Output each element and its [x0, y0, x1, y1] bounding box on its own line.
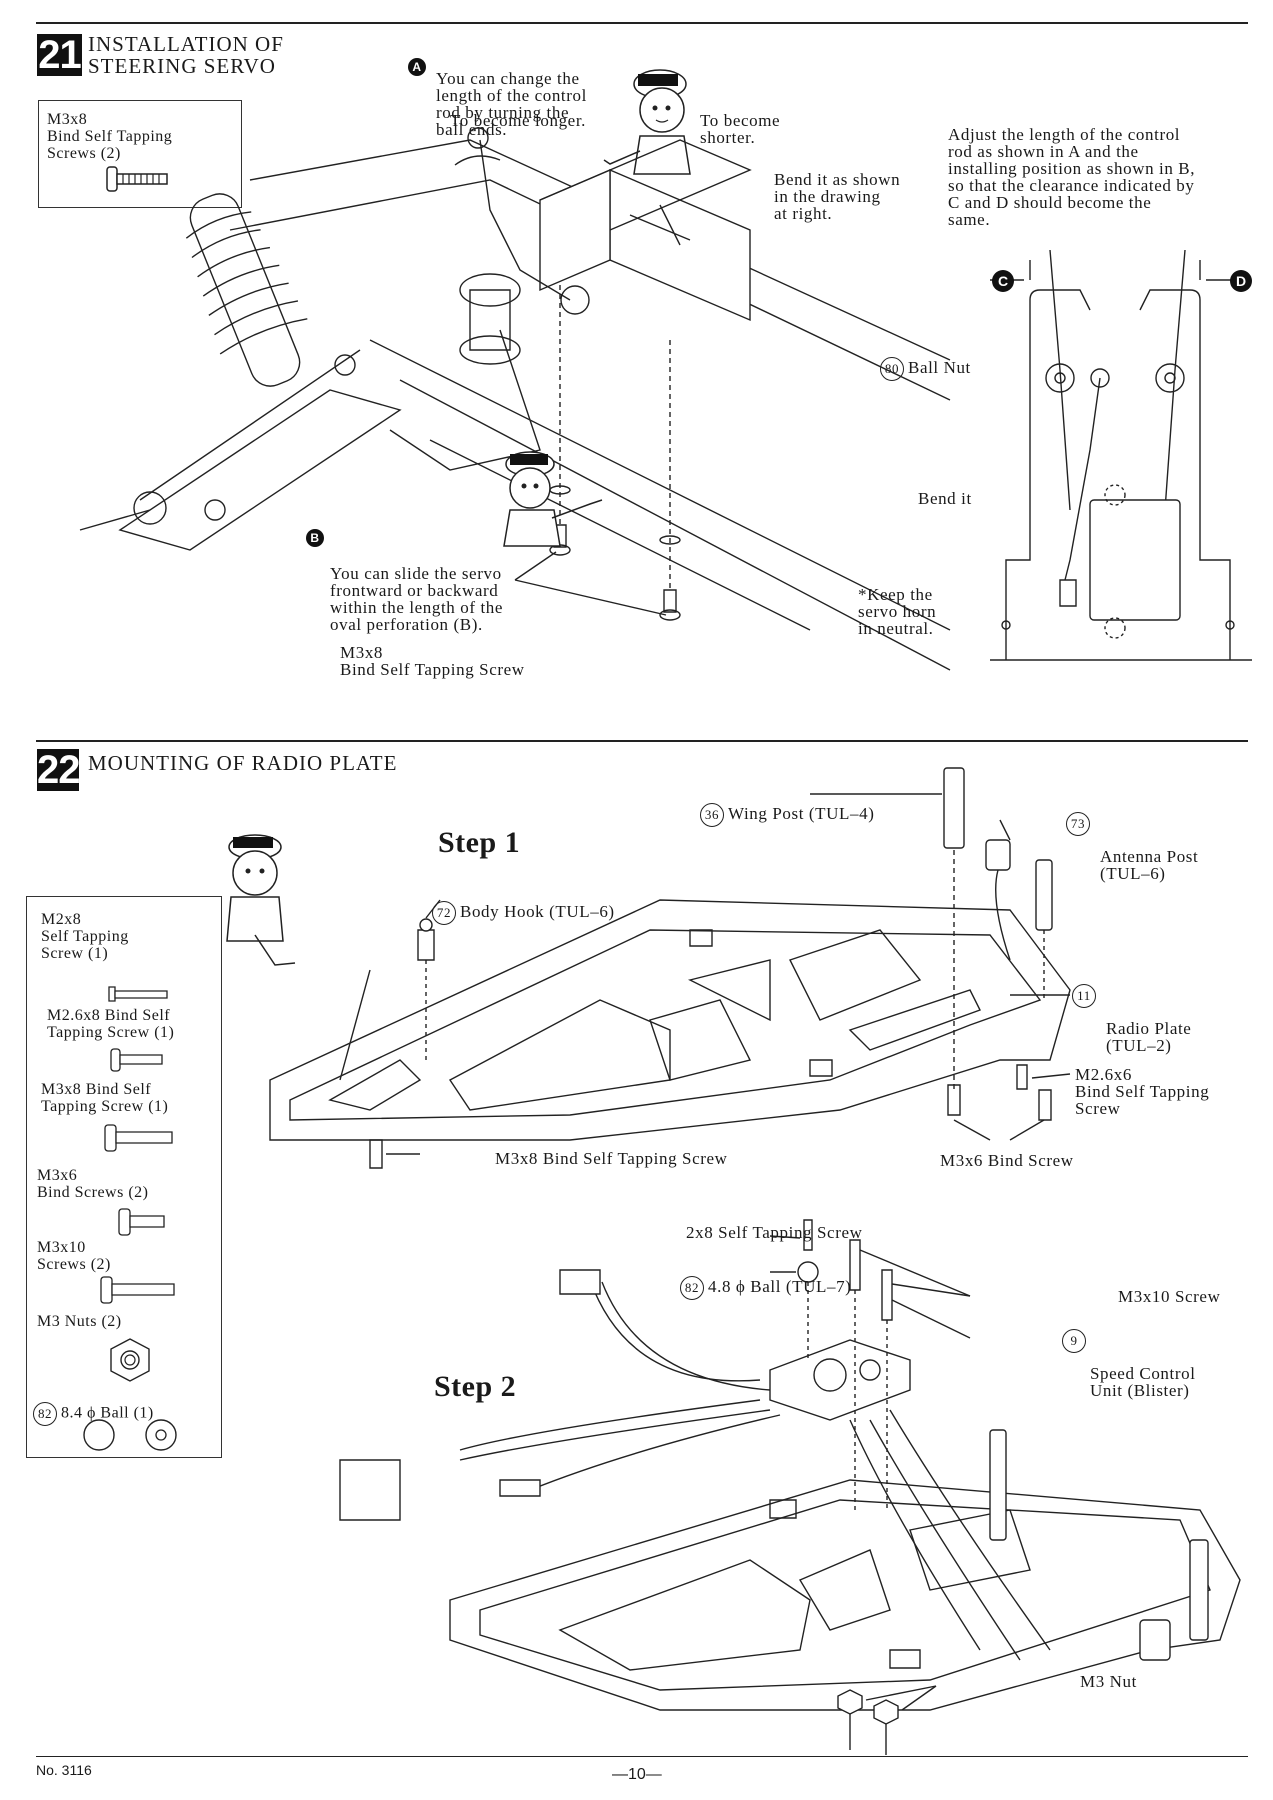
label-m3-nut: M3 Nut	[1080, 1672, 1137, 1691]
mascot-character-middle	[490, 440, 610, 550]
part-m3-nuts-label: M3 Nuts (2)	[37, 1313, 122, 1330]
self-tapping-screw-icon	[107, 985, 187, 1005]
footer-page-number: —10—	[612, 1766, 662, 1783]
part-m3x10-label: M3x10 Screws (2)	[37, 1239, 111, 1273]
clearance-detail-drawing	[990, 250, 1255, 660]
part-number-11: 11	[1072, 984, 1096, 1008]
label-bend-as-shown: Bend it as shown in the drawing at right…	[774, 170, 901, 223]
ball-84-text: 8.4 ϕ Ball (1)	[61, 1404, 154, 1422]
step-2-label: Step 2	[434, 1370, 517, 1403]
radio-plate-text: Radio Plate (TUL–2)	[1106, 1019, 1192, 1055]
label-speed-control-unit: 9 Speed Control Unit (Blister)	[1062, 1329, 1196, 1416]
footer-doc-number: No. 3116	[36, 1762, 92, 1778]
section-21-title: INSTALLATION OF STEERING SERVO	[88, 32, 284, 78]
label-m3x10-screw: M3x10 Screw	[1118, 1287, 1221, 1306]
part-m2x8-label: M2x8 Self Tapping Screw (1)	[41, 911, 129, 962]
label-bend-it: Bend it	[918, 489, 972, 508]
parts-box-label: M3x8 Bind Self Tapping Screws (2)	[47, 111, 173, 162]
label-d-marker: D	[1230, 270, 1252, 292]
label-keep-neutral: *Keep the servo horn in neutral.	[858, 585, 937, 638]
mascot-character-top	[600, 56, 720, 176]
machine-screw-icon-m3x10	[99, 1275, 189, 1307]
part-number-73: 73	[1066, 812, 1090, 836]
note-b: B You can slide the servo frontward or b…	[306, 529, 504, 650]
part-number-9: 9	[1062, 1329, 1086, 1353]
part-number-80: 80	[880, 357, 904, 381]
antenna-post-text: Antenna Post (TUL–6)	[1100, 847, 1199, 883]
step-1-label: Step 1	[438, 826, 521, 859]
mascot-character-left	[215, 825, 305, 975]
nut-icon	[107, 1337, 153, 1383]
label-m3x8-bind-screw: M3x8 Bind Self Tapping Screw	[340, 643, 525, 679]
label-m3x8-screw-step1: M3x8 Bind Self Tapping Screw	[495, 1149, 728, 1168]
section-21-top-rule	[36, 22, 1248, 24]
note-a: A You can change the length of the contr…	[408, 36, 587, 155]
part-m26x8-label: M2.6x8 Bind Self Tapping Screw (1)	[47, 1007, 175, 1041]
bind-screw-icon	[101, 165, 211, 195]
adjust-note: Adjust the length of the control rod as …	[948, 125, 1196, 229]
bind-screw-icon-m26	[109, 1047, 189, 1075]
label-m3x6-screw: M3x6 Bind Screw	[940, 1151, 1074, 1170]
section-22-top-rule	[36, 740, 1248, 742]
label-a-marker: A	[408, 58, 426, 76]
speed-control-text: Speed Control Unit (Blister)	[1090, 1364, 1196, 1400]
part-number-82-step2: 82	[680, 1276, 704, 1300]
wing-post-text: Wing Post (TUL–4)	[728, 803, 875, 823]
label-m26x6-screw: M2.6x6 Bind Self Tapping Screw	[1075, 1065, 1210, 1118]
part-number-82: 82	[33, 1402, 57, 1426]
bind-screw-icon-m3	[103, 1123, 193, 1155]
part-m3x8-label: M3x8 Bind Self Tapping Screw (1)	[41, 1081, 169, 1115]
label-2x8-self-tapping-screw: 2x8 Self Tapping Screw	[686, 1223, 863, 1242]
label-to-become-longer: To become longer.	[450, 111, 586, 130]
label-c-marker: C	[992, 270, 1014, 292]
label-radio-plate: 11 Radio Plate (TUL–2)	[1072, 984, 1192, 1071]
ball-48-text: 4.8 ϕ Ball (TUL–7)	[708, 1276, 852, 1296]
section-22-title: MOUNTING OF RADIO PLATE	[88, 751, 398, 775]
section-21-number-badge: 21	[37, 33, 82, 77]
part-m3x6-label: M3x6 Bind Screws (2)	[37, 1167, 149, 1201]
part-number-36: 36	[700, 803, 724, 827]
label-b-marker: B	[306, 529, 324, 547]
footer-rule	[36, 1756, 1248, 1757]
label-antenna-post: 73 Antenna Post (TUL–6)	[1066, 812, 1199, 899]
section-22-parts-box: M2x8 Self Tapping Screw (1) M2.6x8 Bind …	[26, 896, 222, 1458]
section-22-number-badge: 22	[37, 748, 81, 792]
bind-screw-icon-m3x6	[117, 1207, 187, 1239]
section-21-parts-box: M3x8 Bind Self Tapping Screws (2)	[38, 100, 242, 208]
radio-plate-step1-drawing	[270, 760, 1070, 1180]
body-hook-text: Body Hook (TUL–6)	[460, 901, 615, 921]
ball-nut-text: Ball Nut	[908, 357, 971, 377]
note-b-text: You can slide the servo frontward or bac…	[330, 564, 504, 634]
label-to-become-shorter: To become shorter.	[700, 111, 781, 147]
radio-plate-step2-drawing	[330, 1210, 1250, 1710]
steering-servo-assembly-drawing	[70, 110, 950, 730]
ball-icon	[81, 1417, 191, 1453]
part-number-72: 72	[432, 901, 456, 925]
note-a-text: You can change the length of the control…	[436, 69, 587, 139]
